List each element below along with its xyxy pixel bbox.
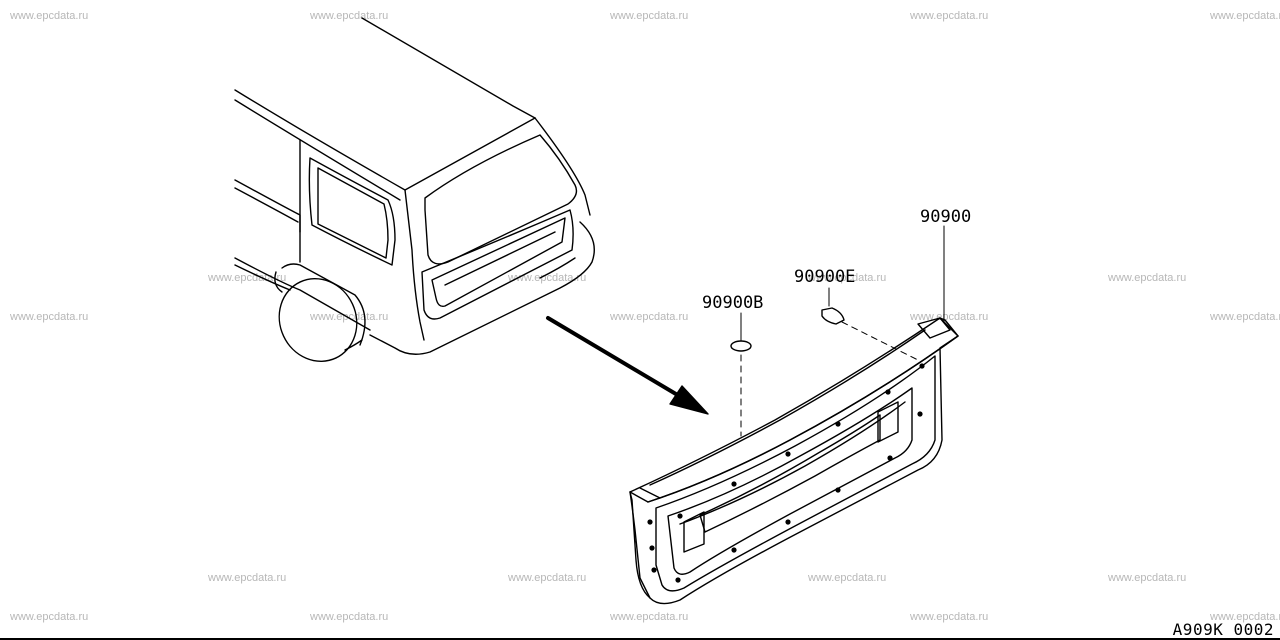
watermark: www.epcdata.ru <box>310 311 389 323</box>
bottom-rule <box>0 638 1280 640</box>
part-label-main: 90900 <box>920 207 971 227</box>
watermark: www.epcdata.ru <box>1210 10 1280 22</box>
watermark: www.epcdata.ru <box>10 611 89 623</box>
diagram-code: A909K 0002 <box>1172 620 1274 639</box>
watermark: www.epcdata.ru <box>10 10 89 22</box>
watermark: www.epcdata.ru <box>310 10 389 22</box>
watermark: www.epcdata.ru <box>610 311 689 323</box>
watermark: www.epcdata.ru <box>1108 272 1187 284</box>
cap-part-90900b <box>730 312 752 437</box>
watermark: www.epcdata.ru <box>808 272 887 284</box>
direction-arrow <box>546 316 709 415</box>
watermark: www.epcdata.ru <box>10 311 89 323</box>
watermark: www.epcdata.ru <box>1210 311 1280 323</box>
watermark: www.epcdata.ru <box>910 10 989 22</box>
watermark: www.epcdata.ru <box>508 572 587 584</box>
watermark: www.epcdata.ru <box>808 572 887 584</box>
watermark: www.epcdata.ru <box>610 611 689 623</box>
part-label-cap: 90900B <box>702 293 763 313</box>
watermark: www.epcdata.ru <box>1108 572 1187 584</box>
clip-holes <box>647 363 925 583</box>
watermark: www.epcdata.ru <box>508 272 587 284</box>
clip-part-90900e <box>821 287 919 361</box>
part-label-fastener: 90900E <box>794 267 855 287</box>
vehicle-rear-illustration <box>234 17 595 363</box>
watermark: www.epcdata.ru <box>610 10 689 22</box>
watermark: www.epcdata.ru <box>910 611 989 623</box>
watermark: www.epcdata.ru <box>310 611 389 623</box>
watermark: www.epcdata.ru <box>910 311 989 323</box>
watermark: www.epcdata.ru <box>1210 611 1280 623</box>
rear-finisher-panel <box>629 317 959 605</box>
watermark: www.epcdata.ru <box>208 572 287 584</box>
